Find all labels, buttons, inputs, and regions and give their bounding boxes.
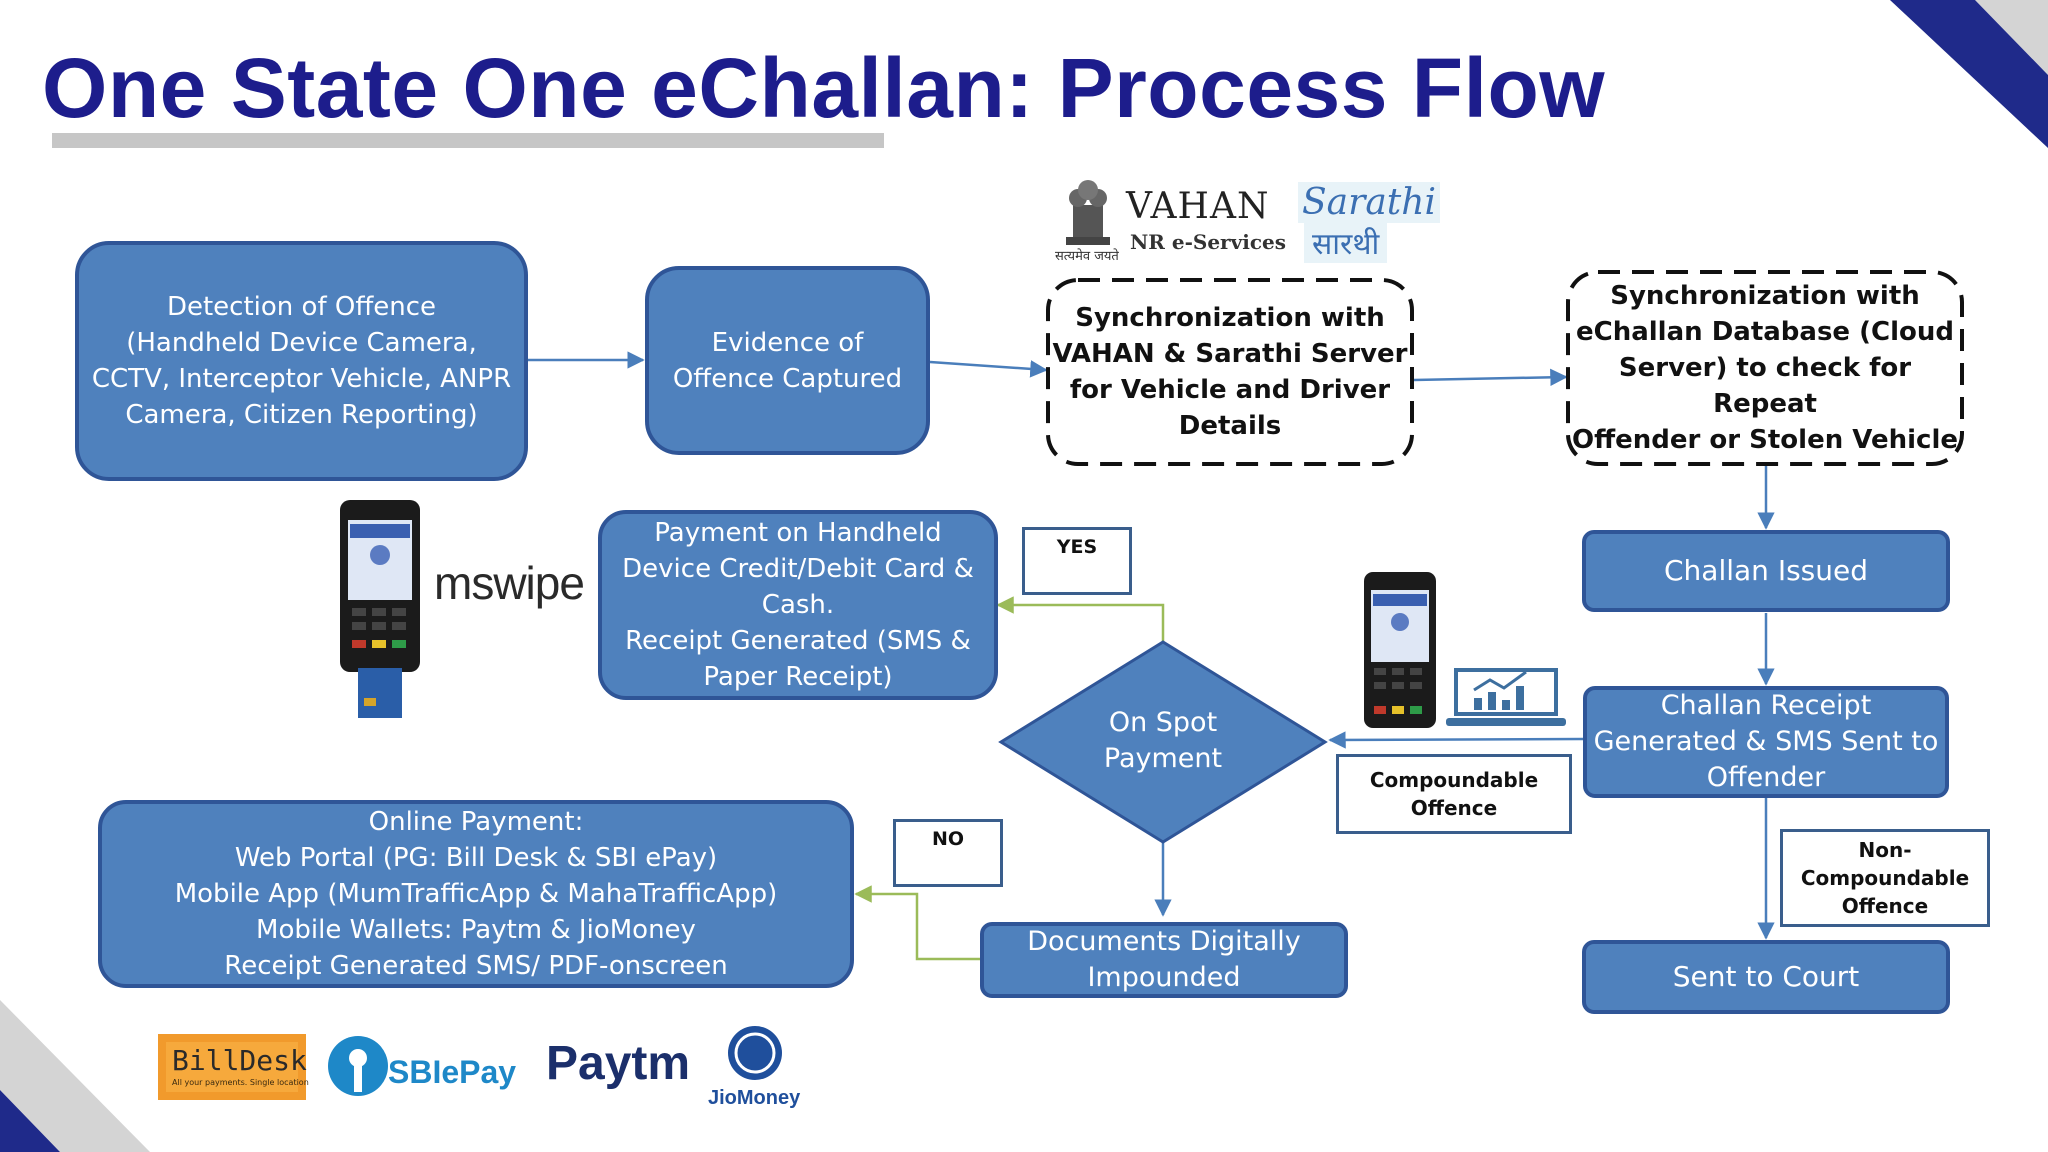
arrow-no-online	[854, 885, 980, 961]
compoundable-label: Compoundable Offence	[1336, 754, 1572, 834]
corner-bottom-left-gray	[0, 1000, 150, 1152]
challan-issued-box: Challan Issued	[1582, 530, 1950, 612]
page-title: One State One eChallan: Process Flow	[42, 41, 1606, 135]
arrow-sync-echallan	[1413, 368, 1568, 387]
payment-handheld-box: Payment on Handheld Device Credit/Debit …	[598, 510, 998, 700]
billdesk-tagline: All your payments. Single location	[172, 1078, 309, 1087]
corner-top-right-navy	[1890, 0, 2048, 148]
sync-echallan-border	[1566, 270, 1964, 466]
billdesk-logo-text: BillDesk	[172, 1044, 307, 1077]
emblem-motto: सत्यमेव जयते	[1055, 249, 1119, 264]
corner-bottom-left-navy	[0, 1090, 60, 1152]
sync-echallan-box: Synchronization with eChallan Database (…	[1571, 281, 1958, 455]
no-label: NO	[893, 819, 1003, 887]
sbiepay-logo-text: SBIePay	[388, 1054, 517, 1090]
non-compoundable-label: Non- Compoundable Offence	[1780, 829, 1990, 927]
challan-receipt-box: Challan Receipt Generated & SMS Sent to …	[1583, 686, 1949, 798]
online-payment-box: Online Payment: Web Portal (PG: Bill Des…	[98, 800, 854, 988]
evidence-box: Evidence of Offence Captured	[645, 266, 930, 455]
mswipe-logo-text: mswipe	[434, 557, 585, 609]
sarathi-logo-text: Sarathi	[1298, 182, 1440, 223]
on-spot-label: On Spot Payment	[1103, 707, 1223, 774]
on-spot-diamond	[998, 640, 1328, 844]
sent-to-court-box: Sent to Court	[1582, 940, 1950, 1014]
jiomoney-logo-text: JioMoney	[708, 1087, 801, 1109]
arrow-receipt-onspot	[1328, 731, 1584, 749]
yes-label: YES	[1022, 527, 1132, 595]
sarathi-hindi-text: सारथी	[1304, 222, 1388, 263]
vahan-logo-text: VAHAN	[1126, 186, 1270, 227]
sync-vahan-box: Synchronization with VAHAN & Sarathi Ser…	[1052, 303, 1408, 441]
title-underline	[52, 133, 884, 148]
vahan-sub-text: NR e-Services	[1130, 230, 1286, 254]
sync-vahan-border	[1046, 278, 1414, 466]
arrow-evidence-sync	[929, 360, 1048, 378]
documents-box: Documents Digitally Impounded	[980, 922, 1348, 998]
arrow-yes-payment	[996, 596, 1165, 642]
paytm-logo-text: Paytm	[546, 1037, 691, 1090]
detection-box: Detection of Offence (Handheld Device Ca…	[75, 241, 528, 481]
